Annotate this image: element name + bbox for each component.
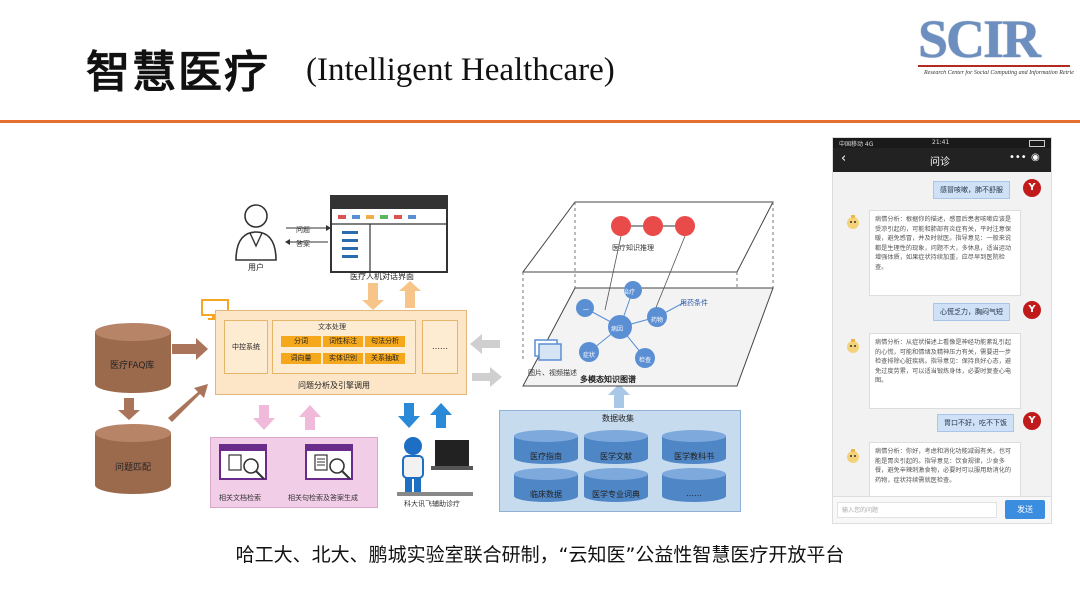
- dialog-interface-label: 医疗人机对话界面: [350, 272, 414, 281]
- user-avatar: Y: [1023, 301, 1041, 319]
- slide-title-english: (Intelligent Healthcare): [306, 52, 615, 88]
- data-source-more: ……: [686, 489, 702, 498]
- document-search-icon: [219, 444, 267, 480]
- question-match-cylinder: [95, 424, 171, 494]
- image-video-description-label: 图片、视频描述: [528, 369, 577, 377]
- sentence-search-label: 相关句检索及答案生成: [288, 494, 358, 502]
- data-source-dictionary: 医学专业词典: [592, 490, 640, 499]
- kg-node-treatment: 治疗: [623, 289, 636, 296]
- user-message: 胃口不好，吃不下饭: [937, 414, 1014, 432]
- user-message: 感冒咳嗽，肺不舒服: [933, 181, 1010, 199]
- data-source-clinical: 临床数据: [530, 490, 562, 499]
- logo-subtitle: Research Center for Social Computing and…: [924, 70, 1074, 76]
- target-icon[interactable]: ◉: [1031, 152, 1040, 163]
- more-options-icon[interactable]: •••: [1009, 152, 1027, 163]
- header-divider: [0, 120, 1080, 123]
- battery-icon: [1029, 140, 1045, 147]
- phone-nav-bar: ‹ 问诊 ••• ◉: [833, 148, 1051, 172]
- chip-word-vectors: 词向量: [281, 353, 321, 364]
- chat-input-bar: 输入您的问题 发送: [833, 496, 1051, 523]
- data-source-cylinders: [514, 430, 726, 502]
- bot-avatar-icon: [847, 449, 859, 463]
- multimodal-kg-label: 多模态知识图谱: [580, 375, 636, 384]
- kg-node-drug-condition: 用药条件: [680, 299, 708, 307]
- faq-database-cylinder: [95, 323, 171, 393]
- chip-pos-tagging: 词性标注: [323, 336, 363, 347]
- kg-node-dash: 一: [583, 307, 590, 314]
- user-label: 用户: [248, 263, 264, 272]
- bot-message: 病情分析：从症状描述上看像是神经功能紊乱引起的心慌，可能和情绪及精神压力有关，需…: [869, 333, 1021, 409]
- dialog-interface-window: [330, 195, 448, 273]
- question-match-label: 问题匹配: [115, 463, 152, 473]
- phone-status-bar: 中国移动 4G 21:41: [833, 138, 1051, 148]
- slide-caption: 哈工大、北大、鹏城实验室联合研制，“云知医”公益性智慧医疗开放平台: [235, 544, 845, 566]
- sentence-search-icon: [305, 444, 353, 480]
- knowledge-graph-planes: [522, 201, 774, 387]
- chip-entity-recognition: 实体识别: [323, 353, 363, 364]
- kg-node-cause: 病因: [611, 326, 624, 333]
- text-processing-box: 分词 词性标注 句法分析 词向量 实体识别 关系抽取: [272, 320, 416, 374]
- chip-segmentation: 分词: [281, 336, 321, 347]
- data-collection-box: 医疗指南 医学文献 医学教科书 临床数据 医学专业词典 ……: [499, 410, 741, 512]
- user-avatar: Y: [1023, 412, 1041, 430]
- retrieval-box: [210, 437, 378, 508]
- data-source-literature: 医学文献: [600, 452, 632, 461]
- phone-chat-screenshot: 中国移动 4G 21:41 ‹ 问诊 ••• ◉ 感冒咳嗽，肺不舒服 Y 病情分…: [832, 137, 1052, 524]
- more-modules-box: ……: [422, 320, 458, 374]
- robot-doctor-icon: [397, 437, 473, 496]
- user-icon: [235, 204, 277, 261]
- kg-node-drug: 药物: [651, 317, 664, 324]
- chip-syntax-parsing: 句法分析: [365, 336, 405, 347]
- user-avatar: Y: [1023, 179, 1041, 197]
- dialog-window-content-icon: [332, 215, 446, 271]
- slide-title-chinese: 智慧医疗: [86, 47, 270, 98]
- back-icon[interactable]: ‹: [841, 151, 847, 166]
- bot-message: 病情分析：你好，考虑和消化功能减弱有关，也可能是胃炎引起的。指导意见：饮食规律，…: [869, 442, 1021, 500]
- data-source-guidelines: 医疗指南: [530, 452, 562, 461]
- document-search-label: 相关文档检索: [219, 494, 261, 502]
- data-collection-title: 数据收集: [602, 414, 634, 423]
- scir-logo: SCIR: [918, 9, 1041, 69]
- chip-relation-extraction: 关系抽取: [365, 353, 405, 364]
- bot-message: 病情分析：根据你的描述，感冒后患者咳嗽应该是受凉引起的，可能和肺部有炎症有关，平…: [869, 210, 1021, 296]
- question-analysis-caption: 问题分析及引擎调用: [298, 381, 370, 390]
- kg-node-exam: 检查: [639, 357, 652, 364]
- bot-avatar-icon: [847, 339, 859, 353]
- question-arrow-label: 问题: [296, 226, 310, 234]
- bot-avatar-icon: [847, 215, 859, 229]
- faq-database-label: 医疗FAQ库: [110, 361, 155, 371]
- answer-arrow-label: 答案: [296, 240, 310, 248]
- iflytek-diagnosis-label: 科大讯飞辅助诊疗: [404, 500, 460, 508]
- user-message: 心慌乏力，胸闷气短: [933, 303, 1010, 321]
- chat-title: 问诊: [930, 157, 950, 168]
- mid-control-system-box: 中控系统: [224, 320, 268, 374]
- chat-input-field[interactable]: 输入您的问题: [837, 502, 997, 518]
- carrier-label: 中国移动 4G: [839, 141, 874, 148]
- kg-reasoning-label: 医疗知识推理: [612, 244, 654, 252]
- send-button[interactable]: 发送: [1005, 500, 1045, 519]
- text-processing-title: 文本处理: [318, 323, 346, 331]
- logo-underline: [918, 65, 1070, 67]
- kg-node-symptom: 症状: [583, 352, 596, 359]
- status-time: 21:41: [932, 139, 950, 146]
- data-source-textbooks: 医学教科书: [674, 452, 714, 461]
